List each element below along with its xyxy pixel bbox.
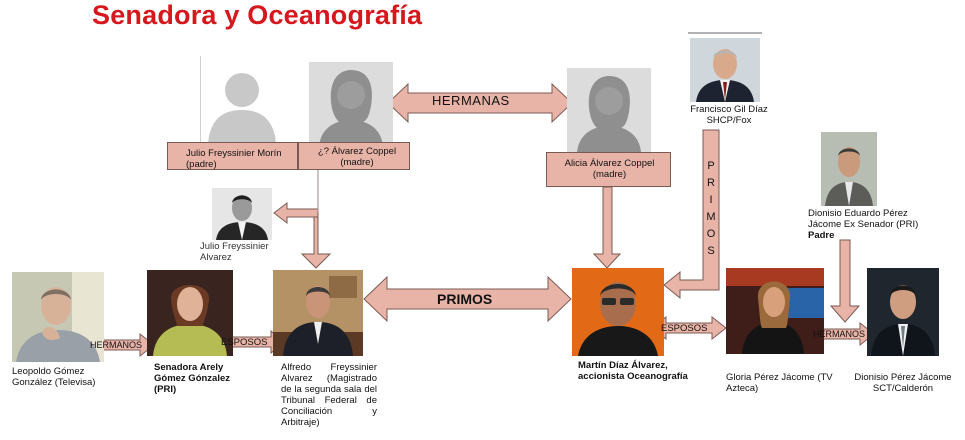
arely-label: Senadora Arely Gómez Gónzalez (PRI) (154, 362, 231, 395)
esposos-right-relation: ESPOSOS (661, 323, 708, 334)
julio-left-arrow (273, 201, 319, 225)
hermanos-left-relation: HERMANOS (90, 340, 143, 350)
dionisio-hijo-label: Dionisio Pérez Jácome SCT/Calderón (854, 372, 952, 394)
alicia-down-arrow (592, 186, 622, 269)
arely-photo (147, 270, 233, 356)
primos-arrow (363, 275, 572, 323)
alicia-photo (567, 68, 651, 152)
dionisio-hijo-photo (867, 268, 939, 356)
gloria-label: Gloria Pérez Jácome (TV Azteca) (726, 372, 833, 394)
alfredo-photo (273, 270, 363, 356)
julio-padre-label: Julio Freyssinier Morín (padre) (167, 142, 298, 170)
hermanos-right-relation: HERMANOS (813, 329, 866, 339)
gil-diaz-label: Francisco Gil Díaz SHCP/Fox (690, 104, 768, 126)
alicia-label: Alicia Álvarez Coppel (madre) (546, 152, 671, 187)
alfredo-label: Alfredo Freyssinier Alvarez (Magistrado … (281, 362, 377, 428)
leopoldo-label: Leopoldo Gómez González (Televisa) (12, 366, 96, 388)
alvarez-madre-photo (309, 62, 393, 146)
gil-diaz-photo (690, 38, 760, 102)
person-silhouette-icon (200, 56, 284, 144)
martin-label: Martín Díaz Álvarez, accionista Oceanogr… (578, 360, 688, 382)
alvarez-madre-label: ¿? Álvarez Coppel (madre) (298, 142, 410, 170)
dionisio-padre-label: Dionisio Eduardo Pérez Jácome Ex Senador… (808, 208, 919, 241)
person-silhouette-icon (567, 68, 651, 152)
julio-padre-photo (200, 56, 284, 144)
dionisio-padre-photo (821, 132, 877, 206)
primos-vertical-arrow (663, 129, 720, 300)
leopoldo-photo (12, 272, 104, 362)
page-title: Senadora y Oceanografía (92, 0, 423, 30)
primos-vertical-relation: P R I M O S (706, 160, 716, 257)
julio-alvarez-photo (212, 188, 272, 240)
martin-photo (572, 268, 664, 356)
julio-alvarez-label: Julio Freyssinier Alvarez (200, 241, 269, 263)
dionisio-down-arrow (829, 239, 861, 323)
esposos-left-relation: ESPOSOS (221, 337, 268, 348)
hermanas-relation: HERMANAS (432, 93, 510, 108)
alfredo-down-arrow (300, 209, 332, 269)
primos-relation: PRIMOS (437, 291, 493, 307)
gloria-photo (726, 268, 824, 354)
person-silhouette-icon (309, 62, 393, 146)
